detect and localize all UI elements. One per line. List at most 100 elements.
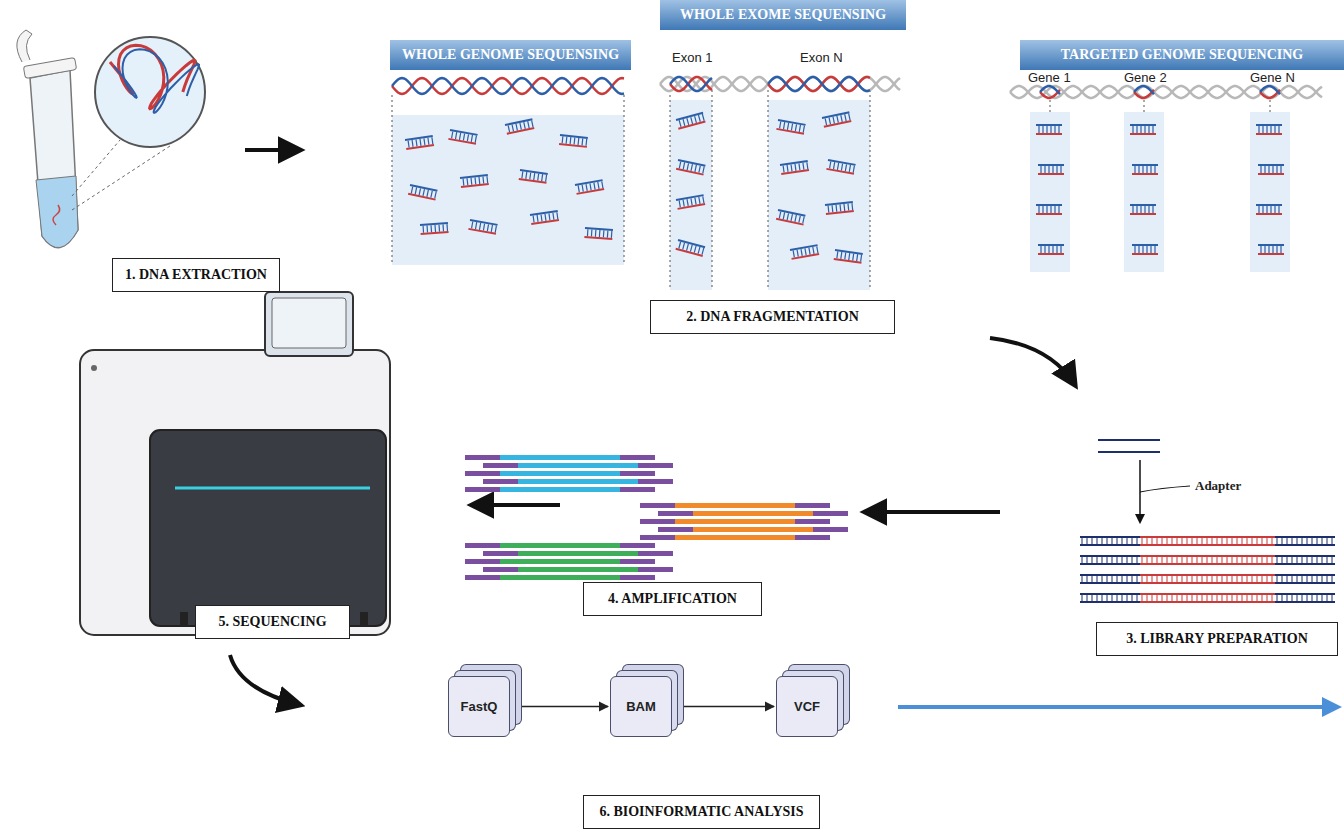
amplicon [640,503,830,508]
stroke [1132,173,1158,175]
library-rung [1082,538,1083,544]
stroke [562,136,564,143]
library-rung [1217,557,1218,563]
stroke [703,167,704,174]
node-text: WHOLE EXOME SEQUENSING [680,7,886,22]
stroke [792,254,820,259]
stroke [476,222,477,229]
stroke [508,125,509,132]
stroke [1258,164,1284,166]
library-strand [1140,563,1275,565]
stroke [1060,166,1061,173]
dna-fragment [780,161,809,174]
stroke [835,250,863,254]
library-rung [1247,576,1248,582]
stroke [578,185,579,192]
library-rung [1082,595,1083,601]
library-rung [1097,595,1098,601]
dna-fragment [676,160,705,175]
amplicon [465,559,655,564]
library-rung [1162,557,1163,563]
stroke [817,246,818,253]
library-rung [1287,576,1288,582]
node-text: 4. AMPLIFICATION [608,591,737,606]
region-label: Gene 2 [1124,70,1167,85]
header-band: TARGETED GENOME SEQUENCING [1020,40,1344,70]
stroke [806,162,808,169]
library-rung [1157,595,1158,601]
stroke [1038,206,1039,213]
stroke [1046,206,1047,213]
dna-helix [670,77,712,91]
stroke [431,191,432,198]
library-rung [1122,576,1123,582]
step-box: 3. LIBRARY PREPARATION [1096,622,1338,656]
stroke [1272,246,1273,253]
dna-helix [1010,86,1322,98]
amplicon [693,511,813,516]
amplicon [693,527,813,532]
amplicon [465,455,655,460]
library-rung [1092,576,1093,582]
library-rung [1107,595,1108,601]
stroke [702,114,704,121]
library-rung [1292,557,1293,563]
library-rung [1192,557,1193,563]
stroke [545,175,547,182]
library-rung [1162,595,1163,601]
stroke [471,135,472,142]
stroke [470,220,498,225]
library-rung [1227,538,1228,544]
stroke [691,198,692,205]
stroke [570,137,572,144]
library-rung [1242,576,1243,582]
library-rung [1107,557,1108,563]
region-label: Exon N [800,50,843,65]
library-rung [1142,595,1143,601]
stroke [787,213,788,220]
stroke [406,145,434,149]
library-rung [1207,538,1208,544]
stroke [479,223,480,230]
stroke [1054,206,1055,213]
dna-fragment [1036,125,1062,134]
stroke [837,163,838,170]
stroke [679,162,680,169]
stroke [536,215,538,222]
connector [674,706,774,708]
library-rung [1257,595,1258,601]
dna-fragment [676,113,705,129]
stroke [695,198,696,205]
dna-fragment [405,136,434,149]
amplicon [483,567,673,572]
stroke [1154,246,1155,253]
library-rung [1172,557,1173,563]
library-rung [1262,538,1263,544]
stroke [1266,206,1267,213]
stroke [459,133,460,140]
library-rung [1127,576,1128,582]
stroke [560,135,588,138]
label-text: Adapter [1195,478,1241,493]
stroke [694,246,696,253]
stroke [1150,166,1151,173]
stroke [533,216,535,223]
stroke [787,123,788,130]
stroke [1042,206,1043,213]
stroke [408,141,410,148]
stroke [452,132,453,139]
library-rung [1182,595,1183,601]
region-label: Gene N [1250,70,1295,85]
library-rung [1317,595,1318,601]
library-rung [1192,595,1193,601]
library-rung [1177,538,1178,544]
library-rung [1297,576,1298,582]
library-strand [1140,574,1275,576]
library-rung [1282,538,1283,544]
stroke [611,231,613,238]
stroke [834,162,835,169]
stroke [1048,166,1049,173]
library-rung [1292,595,1293,601]
stroke [1268,166,1269,173]
stroke [779,212,780,219]
